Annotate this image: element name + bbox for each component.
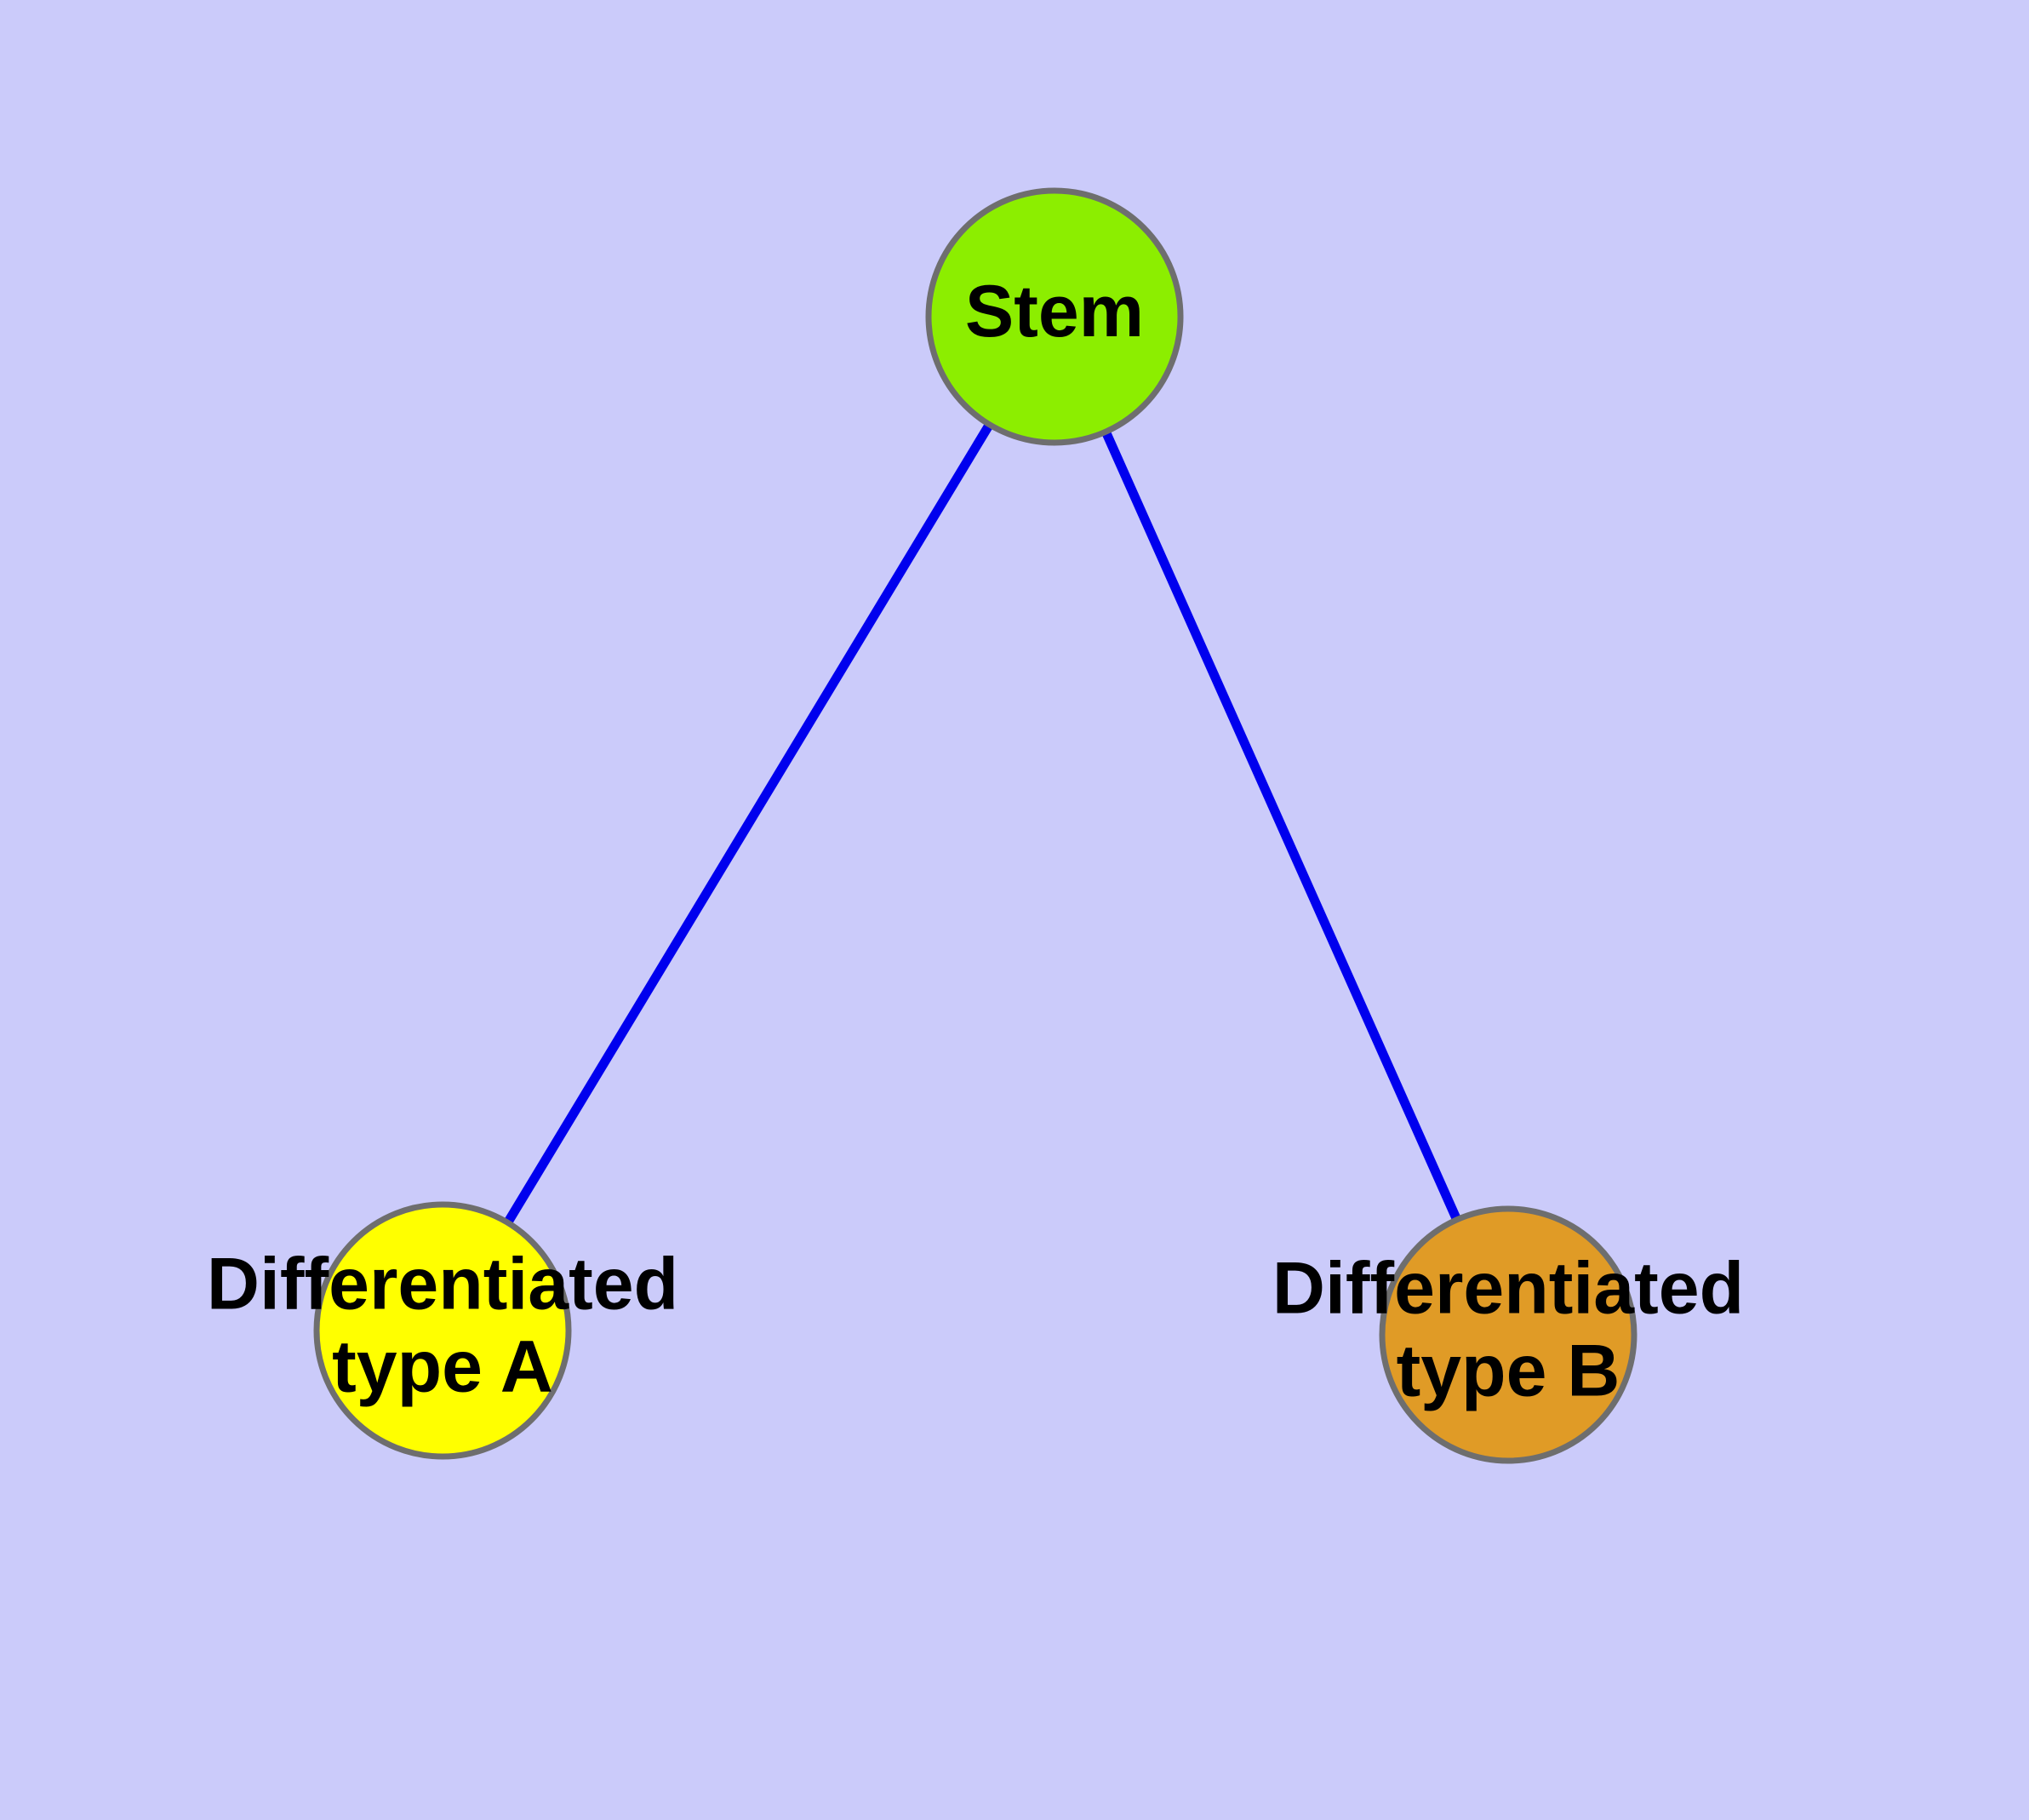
edge-stem-to-diff_b [1102,431,1460,1221]
edge-stem-to-diff_a [504,423,993,1224]
node-label-line: Differentiated [1272,1247,1744,1329]
edge-layer [504,423,1460,1224]
node-diff_a[interactable] [313,1201,572,1460]
node-layer [313,187,1637,1464]
node-label-line: Differentiated [207,1243,678,1325]
node-stem[interactable] [925,187,1184,446]
node-label-line: Stem [965,271,1144,352]
node-label-line: type B [1397,1330,1620,1411]
node-label-stem: Stem [965,271,1144,352]
node-diff_b[interactable] [1379,1205,1637,1464]
node-label-line: type A [332,1325,553,1407]
